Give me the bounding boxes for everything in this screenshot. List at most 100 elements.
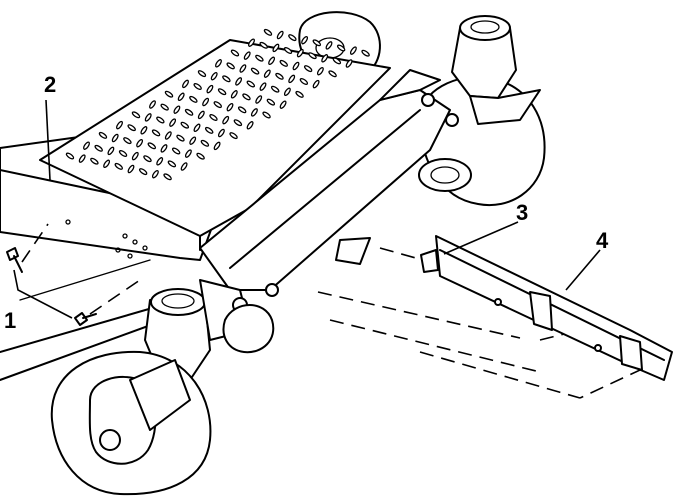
- tread-mark: [197, 70, 207, 78]
- bolt-upper: [6, 247, 23, 273]
- leader-4: [565, 249, 601, 291]
- tread-mark: [131, 111, 141, 119]
- tread-mark: [239, 64, 247, 73]
- tread-mark: [144, 113, 152, 122]
- tread-mark: [242, 93, 251, 101]
- tread-mark: [90, 157, 99, 165]
- leader-lines: [13, 99, 601, 319]
- tread-mark: [259, 41, 268, 49]
- callout-4: 4: [596, 228, 609, 253]
- tread-mark: [250, 108, 258, 117]
- tread-mark: [107, 146, 115, 156]
- tread-mark: [296, 48, 304, 58]
- tread-mark: [321, 54, 329, 63]
- tread-mark: [229, 132, 238, 140]
- tread-mark: [301, 35, 309, 45]
- tread-mark: [138, 168, 148, 176]
- tread-mark: [270, 85, 280, 93]
- tread-mark: [299, 78, 309, 85]
- tread-mark: [235, 77, 243, 86]
- rear-caster-fork: [451, 15, 541, 125]
- tread-mark: [164, 90, 174, 98]
- tread-mark: [283, 47, 293, 54]
- callout-labels: 2 1 3 4: [4, 72, 609, 333]
- tread-mark: [184, 108, 194, 116]
- tread-mark: [349, 46, 357, 55]
- callout-1: 1: [4, 308, 16, 333]
- tread-mark: [213, 101, 223, 109]
- front-wheel: [50, 350, 212, 496]
- tread-mark: [131, 151, 139, 161]
- tread-mark: [173, 105, 181, 114]
- tread-mark: [136, 138, 144, 148]
- tread-mark: [167, 160, 177, 168]
- tread-mark: [127, 124, 136, 132]
- tread-mark: [248, 38, 255, 47]
- tread-mark: [189, 136, 197, 145]
- tread-mark: [164, 131, 172, 140]
- tread-mark: [222, 75, 231, 83]
- tread-mark: [184, 149, 192, 158]
- tread-mark: [303, 65, 313, 73]
- tread-mark: [250, 67, 260, 75]
- tread-mark: [288, 34, 297, 42]
- tread-mark: [116, 120, 123, 130]
- tread-mark: [210, 71, 218, 81]
- inner-wheel: [222, 304, 275, 354]
- tread-mark: [151, 129, 161, 137]
- tread-mark: [156, 116, 165, 124]
- tread-mark: [230, 90, 238, 99]
- tread-mark: [127, 164, 135, 174]
- tread-mark: [292, 61, 300, 71]
- tread-mark: [143, 155, 152, 163]
- tread-mark: [345, 59, 353, 68]
- tread-mark: [255, 54, 264, 62]
- tread-mark: [259, 82, 267, 91]
- leader-1: [13, 269, 73, 319]
- tread-mark: [193, 83, 202, 90]
- tread-mark: [217, 128, 225, 138]
- tread-mark: [197, 110, 205, 120]
- tread-mark: [204, 126, 214, 134]
- tread-mark: [222, 115, 230, 125]
- tread-mark: [217, 88, 227, 96]
- tread-mark: [243, 51, 251, 60]
- tread-mark: [177, 92, 185, 102]
- tread-mark: [140, 126, 148, 135]
- tread-mark: [279, 100, 287, 109]
- tread-mark: [147, 142, 157, 150]
- tread-mark: [276, 30, 284, 40]
- tread-mark: [193, 123, 201, 133]
- tread-mark: [160, 103, 169, 111]
- tread-mark: [160, 144, 168, 153]
- bolt-lower: [74, 312, 97, 326]
- tread-mark: [202, 97, 210, 107]
- clip-part: [420, 249, 439, 273]
- tread-mark: [149, 100, 156, 109]
- tread-mark: [226, 102, 234, 112]
- tread-mark: [206, 84, 214, 94]
- tread-mark: [233, 119, 243, 127]
- tread-mark: [65, 152, 75, 160]
- tread-mark: [328, 70, 337, 78]
- tread-mark: [200, 139, 210, 147]
- tread-mark: [325, 41, 333, 50]
- tread-mark: [237, 106, 247, 114]
- tread-mark: [180, 162, 188, 171]
- tread-mark: [288, 74, 296, 84]
- tread-mark: [163, 173, 172, 181]
- tread-mark: [196, 152, 205, 160]
- tread-mark: [279, 59, 289, 67]
- tread-mark: [94, 144, 103, 152]
- tread-mark: [123, 137, 132, 145]
- bolt-pair: [6, 223, 141, 326]
- tread-mark: [263, 28, 273, 36]
- tread-mark: [151, 169, 159, 179]
- tread-mark: [226, 62, 235, 70]
- tread-mark: [156, 157, 164, 166]
- guard-bar: [420, 235, 673, 381]
- deck-tread-pattern: [65, 28, 370, 181]
- tread-mark: [215, 59, 222, 68]
- tread-mark: [266, 98, 276, 106]
